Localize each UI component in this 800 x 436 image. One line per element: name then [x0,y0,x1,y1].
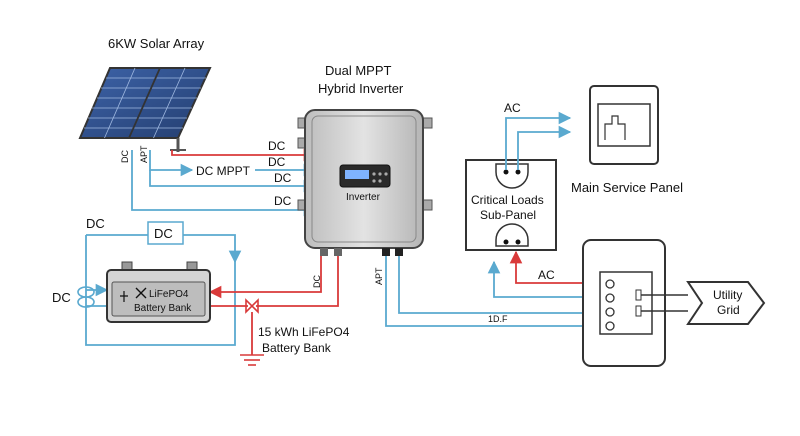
inverter-icon [297,109,433,256]
array-dc-label: DC [120,150,130,163]
subpanel-to-grid-wires [487,250,598,298]
inverter-ac-wires [385,256,600,333]
inverter-title-line2: Hybrid Inverter [318,81,404,96]
breaker-icon [245,298,259,314]
dc-box: DC [147,221,184,245]
ground-icon [240,354,264,366]
main-service-panel-label: Main Service Panel [571,180,683,195]
battery-caption-line1: 15 kWh LiFePO4 [258,325,350,339]
dc-label-4: DC [274,194,292,208]
grid-to-utility-wires [641,294,688,312]
subpanel-to-main-wires [505,111,572,170]
dc-box-label: DC [154,226,173,241]
battery-dc-left-label: DC [52,290,71,305]
subpanel-top-breaker-icon [495,163,529,189]
subpanel-bottom-breaker-icon [495,223,529,247]
critical-loads-label-1: Critical Loads [471,193,544,207]
ac-label-top: AC [504,101,521,115]
dc-coil-icon [77,286,95,308]
inverter-title-line1: Dual MPPT [325,63,392,78]
solar-panel-icon [78,67,212,152]
battery-module-label-1: LiFePO4 [149,289,189,300]
inverter: Dual MPPT Hybrid Inverter Inverter [297,63,433,256]
battery-caption-line2: Battery Bank [262,341,332,355]
battery-module-label-2: Battery Bank [134,303,192,314]
battery-dc-top-label: DC [86,216,105,231]
grid-interconnect-panel [582,239,666,367]
utility-label-1: Utility [713,288,742,302]
utility-label-2: Grid [717,303,740,317]
dc-label-1: DC [268,139,286,153]
critical-loads-subpanel: Critical Loads Sub-Panel [465,159,557,251]
inverter-name-label: Inverter [346,192,381,203]
dc-label-3: DC [274,171,292,185]
battery-wiring [85,234,339,355]
dc-mppt-label: DC MPPT [196,164,251,178]
ac-label-bottom: AC [538,268,555,282]
solar-array: 6KW Solar Array [78,36,212,152]
inverter-dc-vertical-label: DC [312,275,322,288]
solar-array-label: 6KW Solar Array [108,36,205,51]
main-service-panel [589,85,659,165]
array-apt-label: APT [139,145,149,163]
battery-icon [106,261,211,323]
dc-label-2: DC [268,155,286,169]
utility-arrow-icon [686,281,766,325]
inverter-apt-vertical-label: APT [374,267,384,285]
critical-loads-label-2: Sub-Panel [480,208,536,222]
idf-label: 1D.F [488,314,508,324]
